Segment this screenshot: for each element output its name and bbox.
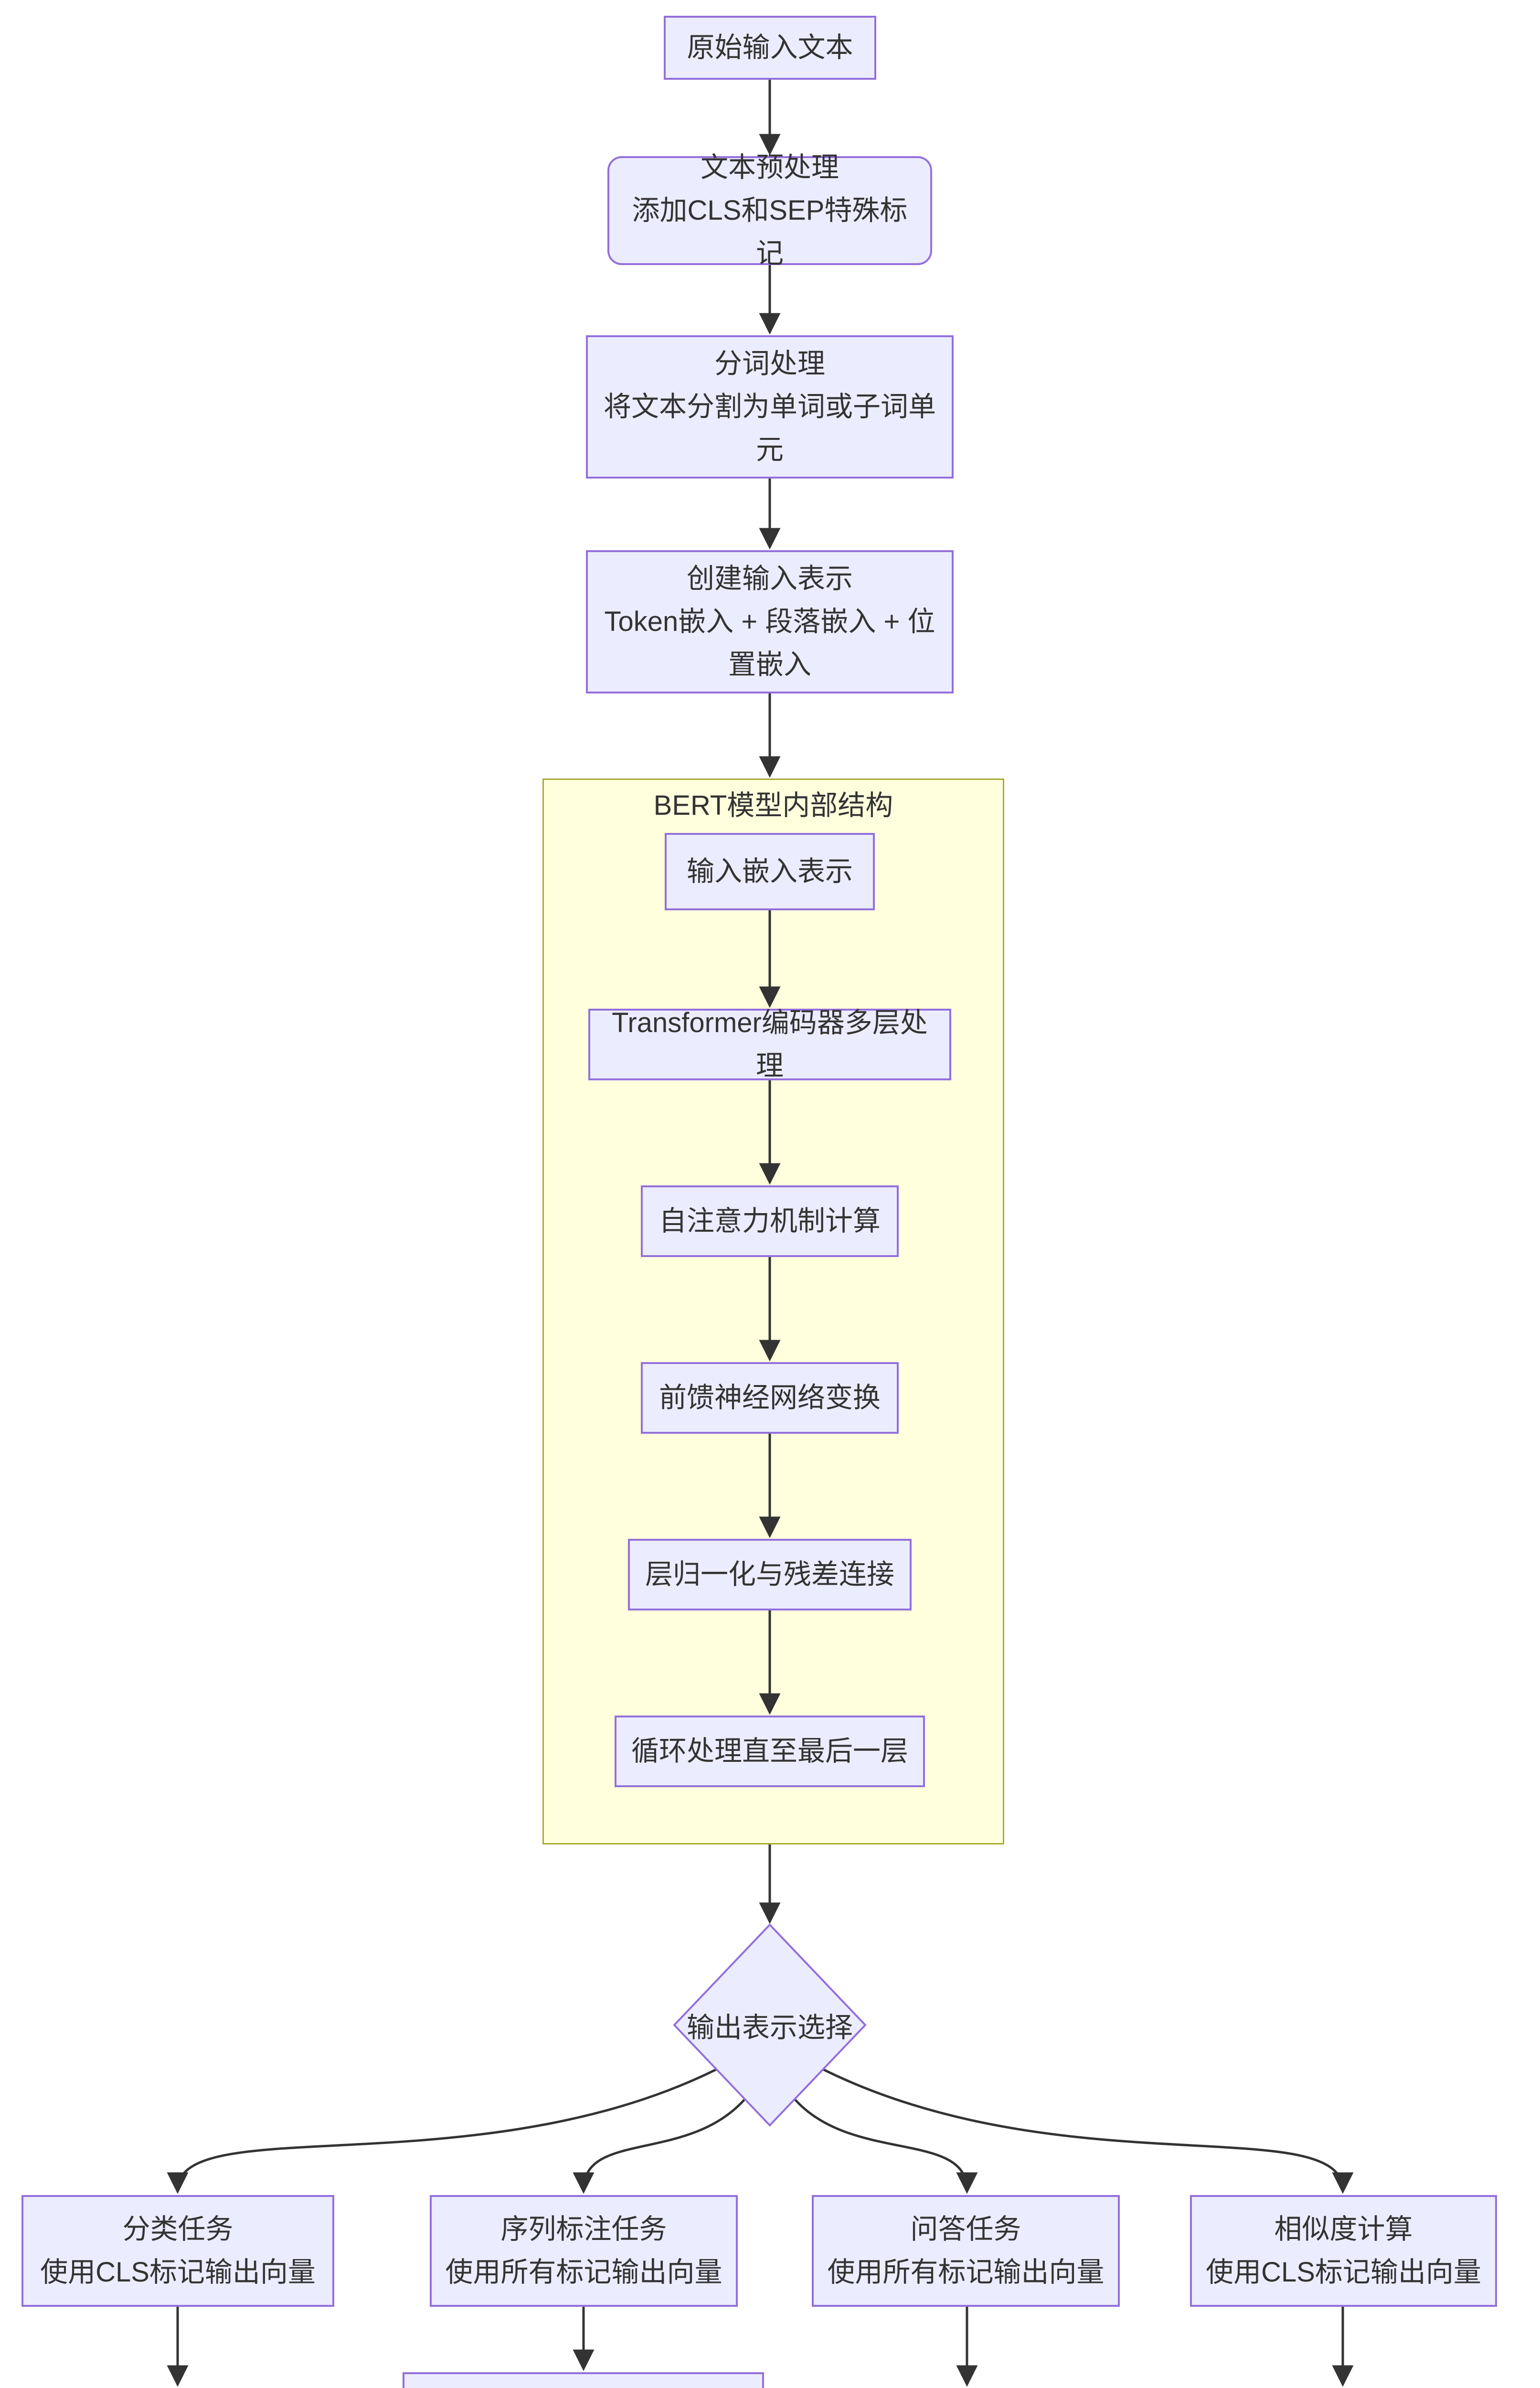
node-label: Transformer编码器多层处理 xyxy=(612,1007,928,1081)
node-loop-until-last-layer: 循环处理直至最后一层 xyxy=(615,1716,925,1787)
node-label-line: 分词处理 xyxy=(714,348,825,380)
node-label-line: 使用所有标记输出向量 xyxy=(827,2257,1105,2288)
node-label: 原始输入文本 xyxy=(687,32,853,64)
bert-cluster-title: BERT模型内部结构 xyxy=(653,790,893,821)
node-label: 命名实体识别/词性标注应用 xyxy=(417,2385,750,2388)
node-app-ner-pos-tagging: 命名实体识别/词性标注应用 xyxy=(403,2372,764,2388)
node-label-line: 添加CLS和SEP特殊标记 xyxy=(632,195,908,269)
node-label: 前馈神经网络变换 xyxy=(658,1382,881,1414)
node-task-question-answering: 问答任务 使用所有标记输出向量 xyxy=(812,2195,1120,2307)
node-label: 自注意力机制计算 xyxy=(658,1205,881,1237)
edge-decision-taskseq xyxy=(573,2098,746,2194)
node-label-line: 使用所有标记输出向量 xyxy=(445,2257,722,2288)
edge-decision-taskqa xyxy=(794,2098,978,2194)
node-task-similarity: 相似度计算 使用CLS标记输出向量 xyxy=(1190,2195,1497,2307)
node-layernorm-residual: 层归一化与残差连接 xyxy=(628,1539,912,1610)
edge-decision-taskcls xyxy=(167,2068,717,2194)
node-label: 输入嵌入表示 xyxy=(686,856,853,887)
node-label-line: 序列标注任务 xyxy=(500,2214,667,2245)
node-label-line: Token嵌入 + 段落嵌入 + 位置嵌入 xyxy=(604,606,935,680)
node-input-embedding: 输入嵌入表示 xyxy=(665,833,875,910)
node-self-attention: 自注意力机制计算 xyxy=(641,1185,899,1257)
node-output-representation-choice: 输出表示选择 xyxy=(686,2012,853,2043)
node-text-preprocess: 文本预处理 添加CLS和SEP特殊标记 xyxy=(607,152,932,269)
node-raw-input-text: 原始输入文本 xyxy=(664,16,876,80)
bert-cluster xyxy=(542,778,1004,1844)
node-input-representation: 创建输入表示 Token嵌入 + 段落嵌入 + 位置嵌入 xyxy=(586,550,954,693)
decision-diamond xyxy=(673,1923,867,2127)
node-label-line: 问答任务 xyxy=(910,2214,1021,2245)
node-task-sequence-labeling: 序列标注任务 使用所有标记输出向量 xyxy=(430,2195,738,2307)
node-feed-forward: 前馈神经网络变换 xyxy=(641,1362,899,1434)
node-label-line: 创建输入表示 xyxy=(686,563,853,595)
node-label: 层归一化与残差连接 xyxy=(645,1559,894,1590)
node-label-line: 分类任务 xyxy=(122,2214,234,2245)
node-label-line: 文本预处理 xyxy=(700,152,839,183)
node-label-line: 使用CLS标记输出向量 xyxy=(1206,2257,1481,2288)
node-label: 循环处理直至最后一层 xyxy=(631,1736,908,1767)
node-label-line: 将文本分割为单词或子词单元 xyxy=(603,391,936,465)
node-tokenize: 分词处理 将文本分割为单词或子词单元 xyxy=(586,335,954,479)
edge-decision-tasksim xyxy=(822,2068,1354,2194)
node-label-line: 使用CLS标记输出向量 xyxy=(40,2257,316,2288)
node-task-classification: 分类任务 使用CLS标记输出向量 xyxy=(21,2195,334,2307)
node-transformer-encoder: Transformer编码器多层处理 xyxy=(588,1007,951,1081)
node-label-line: 相似度计算 xyxy=(1274,2214,1413,2245)
